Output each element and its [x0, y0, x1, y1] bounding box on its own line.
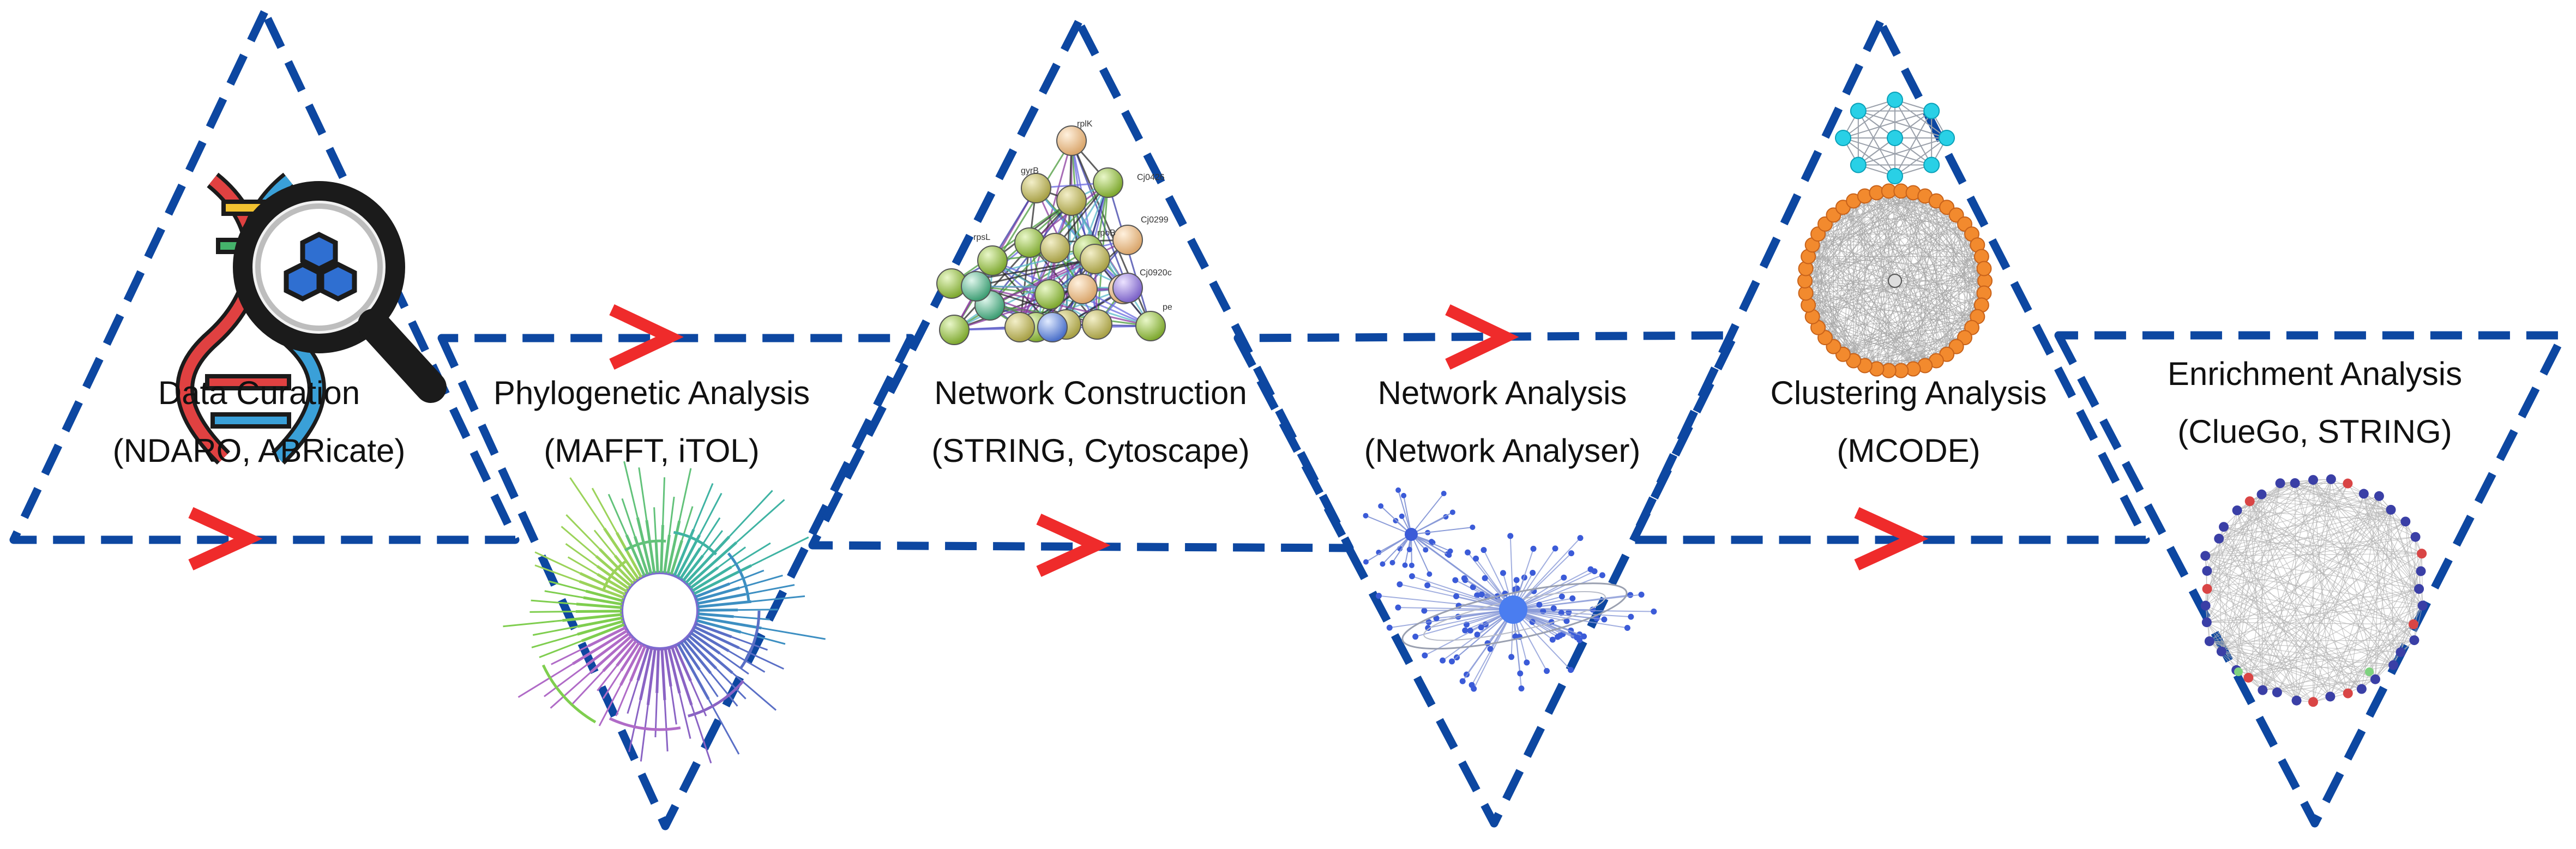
- stage-tools: (ClueGo, STRING): [2042, 412, 2576, 451]
- network-node-label: Cj0426: [1137, 173, 1165, 182]
- network-node-label: rpoB: [1097, 228, 1116, 238]
- network-node-label: pe: [1163, 303, 1172, 312]
- network-node-label: Cj0920c: [1140, 268, 1172, 278]
- network-node-label: rplK: [1077, 119, 1093, 129]
- string-network-icon: rplK Cj0426 gyrB Cj0299 rpoB rpsL Cj0920c pe: [937, 119, 1172, 345]
- network-node-label: rpsL: [973, 233, 990, 242]
- network-node-label: Cj0299: [1141, 215, 1169, 225]
- stage-title: Enrichment Analysis: [2042, 354, 2576, 394]
- network-node-label: gyrB: [1021, 166, 1039, 176]
- stage-6-label: Enrichment Analysis (ClueGo, STRING): [2042, 354, 2576, 451]
